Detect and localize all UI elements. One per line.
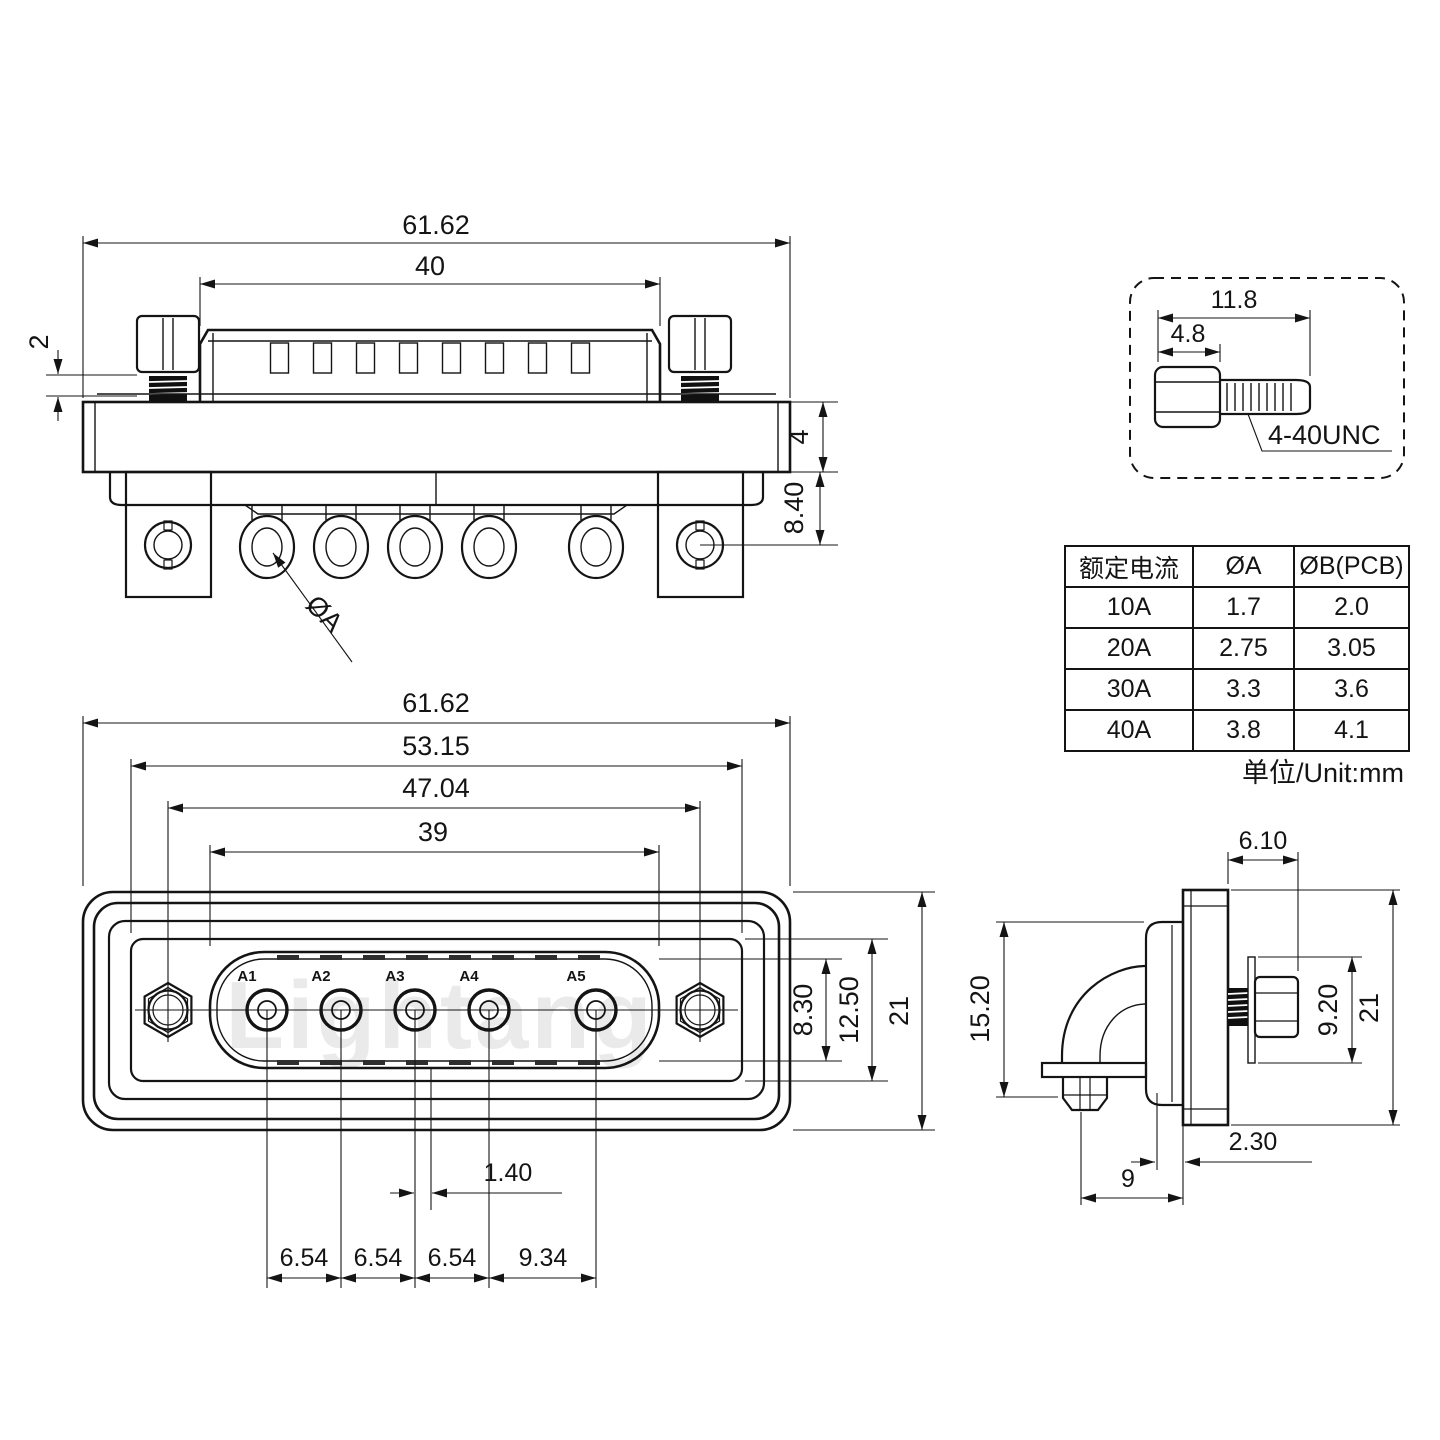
mounting-post-right [656, 470, 745, 599]
front-dim-shell-width: 39 [418, 817, 448, 847]
cell-current: 10A [1064, 586, 1194, 629]
top-insert-body [198, 328, 662, 402]
hex-nut-right [675, 981, 725, 1039]
cell-current: 20A [1064, 627, 1194, 670]
screw-dim-head-length: 4.8 [1171, 320, 1206, 348]
power-pins: A1 A2 A3 A4 A5 [237, 968, 618, 1032]
top-label-pin-diameter: ØA [300, 589, 349, 638]
vent-slots [269, 342, 591, 374]
shell-ticks [277, 955, 600, 1065]
front-dim-overall-width: 61.62 [402, 688, 470, 718]
side-dim-peg-depth: 9 [1121, 1165, 1135, 1193]
front-dim-shell-height: 8.30 [788, 984, 818, 1037]
front-dim-pitch-3: 6.54 [428, 1244, 477, 1272]
front-dim-panel-height: 12.50 [834, 976, 864, 1044]
header-dia-a: ØA [1192, 545, 1295, 588]
jackscrew-right [667, 314, 733, 401]
top-dim-screw-gap: 2 [24, 334, 54, 349]
current-rating-table: 额定电流 ØA ØB(PCB) 10A 1.7 2.0 20A 2.75 3.0… [1064, 545, 1410, 752]
pin-label-a4: A4 [459, 968, 479, 985]
pin-label-a2: A2 [311, 968, 330, 985]
top-dim-tail-length: 8.40 [779, 482, 809, 535]
front-dim-mount-spacing: 47.04 [402, 773, 470, 803]
cell-dia-b: 2.0 [1293, 586, 1410, 629]
cell-current: 30A [1064, 668, 1194, 711]
table-row: 40A 3.8 4.1 [1064, 709, 1410, 752]
table-row: 10A 1.7 2.0 [1064, 586, 1410, 629]
front-dim-panel-width: 53.15 [402, 731, 470, 761]
side-dim-screw-height: 9.20 [1313, 984, 1343, 1037]
cell-current: 40A [1064, 709, 1194, 752]
side-jackscrew [1227, 956, 1300, 1064]
cell-dia-b: 3.05 [1293, 627, 1410, 670]
cell-dia-a: 3.8 [1192, 709, 1295, 752]
table-header-row: 额定电流 ØA ØB(PCB) [1064, 545, 1410, 588]
pin-label-a5: A5 [566, 968, 585, 985]
d-shell [208, 950, 661, 1070]
hex-nut-left [143, 981, 193, 1039]
top-dim-overall-width: 61.62 [402, 210, 470, 240]
front-housing [81, 890, 792, 1132]
mounting-post-left [124, 470, 213, 599]
front-dim-center-offset: 1.40 [484, 1159, 533, 1187]
header-rated-current: 额定电流 [1064, 545, 1194, 588]
top-view: 61.62 40 [24, 210, 838, 663]
top-rear-body [108, 472, 765, 515]
side-housing [1144, 920, 1183, 1107]
top-flange [81, 393, 792, 474]
detail-boundary [1129, 277, 1405, 479]
cell-dia-a: 1.7 [1192, 586, 1295, 629]
solder-cups [238, 505, 625, 580]
screw-dim-total-length: 11.8 [1211, 286, 1258, 314]
cell-dia-a: 3.3 [1192, 668, 1295, 711]
side-flange [1181, 888, 1230, 1127]
top-dim-insert-width: 40 [415, 251, 445, 281]
watermark: Lightang [225, 962, 654, 1069]
cell-dia-b: 3.6 [1293, 668, 1410, 711]
side-dim-screw-length: 6.10 [1239, 827, 1288, 855]
units-note: 单位/Unit:mm [1242, 758, 1404, 788]
header-dia-b-pcb: ØB(PCB) [1293, 545, 1410, 588]
jackscrew-left [135, 314, 201, 401]
pin-label-a1: A1 [237, 968, 256, 985]
front-dim-overall-height: 21 [884, 996, 914, 1026]
table-row: 30A 3.3 3.6 [1064, 668, 1410, 711]
side-dim-overall-height: 21 [1354, 993, 1384, 1023]
side-elbow-bracket [1040, 964, 1148, 1112]
screw-drawing [1153, 365, 1312, 429]
side-dim-body-height: 15.20 [965, 975, 995, 1043]
cell-dia-a: 2.75 [1192, 627, 1295, 670]
screw-thread-label: 4-40UNC [1268, 420, 1381, 450]
side-view: 6.10 21 9.20 15.20 2.30 9 [965, 827, 1400, 1205]
front-dim-pitch-1: 6.54 [280, 1244, 329, 1272]
side-dim-peg-offset: 2.30 [1229, 1128, 1278, 1156]
front-view: Lightang 61.62 53.15 47.04 39 [81, 688, 935, 1288]
cell-dia-b: 4.1 [1293, 709, 1410, 752]
top-dim-flange-thickness: 4 [784, 429, 814, 444]
screw-detail-view: 11.8 4.8 4-40UNC [1129, 277, 1405, 479]
front-dim-pitch-2: 6.54 [354, 1244, 403, 1272]
pin-label-a3: A3 [385, 968, 404, 985]
front-dim-pitch-4: 9.34 [519, 1244, 568, 1272]
table-row: 20A 2.75 3.05 [1064, 627, 1410, 670]
